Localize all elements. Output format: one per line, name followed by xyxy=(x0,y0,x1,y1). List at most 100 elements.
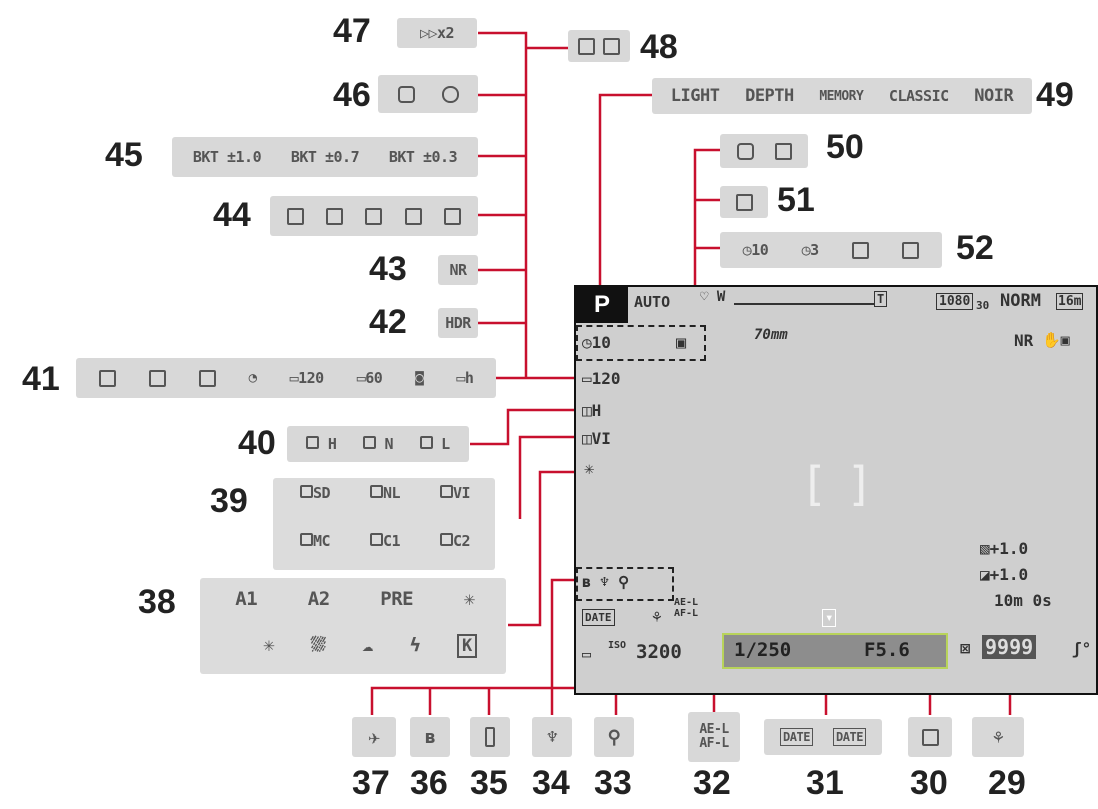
zoom-tele-label: T xyxy=(874,291,888,307)
pc-nl-label: NL xyxy=(382,484,401,502)
pc-c1-label: C1 xyxy=(382,532,401,550)
effect-5-icon xyxy=(443,207,461,225)
screen-wb-icon: ✳ xyxy=(584,459,595,479)
wb-a1: A1 xyxy=(235,588,258,610)
zoom-indicator: ♡ W xyxy=(700,289,726,305)
timer-10-label: 10 xyxy=(751,241,769,259)
callout-50: 50 xyxy=(826,128,864,166)
wb-pre: PRE xyxy=(380,588,414,610)
callout-32: 32 xyxy=(693,764,731,802)
bkt-1-0: BKT ±1.0 xyxy=(192,148,262,166)
callout-31: 31 xyxy=(806,764,844,802)
picture-control-row1: SD NL VI xyxy=(280,484,490,502)
callout-42: 42 xyxy=(369,303,407,341)
camera-icon: ◙ xyxy=(415,370,424,386)
wb-row2: ✳ ⛆ ☁ ϟ K xyxy=(245,634,495,658)
screen-battery: ▭ xyxy=(582,645,592,663)
callout-36: 36 xyxy=(410,764,448,802)
screen-timer-label: 10 xyxy=(591,333,611,352)
callout-37: 37 xyxy=(352,764,390,802)
screen-ae-label: AE-L xyxy=(674,597,699,608)
af-lock-label: AF-L xyxy=(699,736,729,751)
wb-incandescent-icon: ✳ xyxy=(263,634,275,656)
pc-vi-icon xyxy=(439,485,453,498)
flash-comp: ▧+1.0 xyxy=(980,539,1029,558)
callout-29: 29 xyxy=(988,764,1026,802)
airplane-icon: ✈ xyxy=(368,725,380,749)
wb-cloud-icon: ☁ xyxy=(361,634,373,656)
scene-a-icon xyxy=(578,37,595,55)
callout-41: 41 xyxy=(22,360,60,398)
pc-mc: MC xyxy=(299,532,331,550)
flash-comp-label: +1.0 xyxy=(989,539,1029,558)
aperture-value: F5.6 xyxy=(864,639,910,661)
comm-dashed-box xyxy=(576,567,674,601)
camera-icon xyxy=(736,142,754,160)
timer-dashed-box xyxy=(576,325,706,361)
multi-shot-icon-51 xyxy=(720,186,768,218)
bkt-0-3: BKT ±0.3 xyxy=(388,148,458,166)
wireless-icon: ♆ xyxy=(546,726,558,748)
adl-n-label: N xyxy=(384,435,394,453)
callout-44: 44 xyxy=(213,196,251,234)
callout-45: 45 xyxy=(105,136,143,174)
adl-n: N xyxy=(362,435,394,453)
pc-c2: C2 xyxy=(439,532,471,550)
adl-n-icon xyxy=(362,436,376,449)
exp-comp-label: +1.0 xyxy=(989,565,1029,584)
single-icon xyxy=(98,369,116,387)
hdr-label: HDR xyxy=(445,314,471,332)
monitor-screen: P AUTO ♡ W T 70mm 1080 30 NORM 16m NR ✋▣… xyxy=(574,285,1098,695)
ae-af-lock-indicator: AE-L AF-L xyxy=(688,712,740,762)
screen-adl: ◫H xyxy=(582,401,602,420)
shooting-mode-badge: P xyxy=(576,287,628,323)
release-mode-indicators: ◔ ▭120 ▭60 ◙ ▭h xyxy=(76,358,496,398)
cont-120: ▭120 xyxy=(289,369,325,387)
fast-forward-indicator: ▷▷x2 xyxy=(397,18,477,48)
ff-x2-label: ▷▷x2 xyxy=(419,24,455,42)
zoom-bar xyxy=(734,303,874,305)
clock-indicator xyxy=(908,717,952,757)
self-timer-indicators: ◷10 ◷3 xyxy=(720,232,942,268)
screen-vr-icons: ✋▣ xyxy=(1042,331,1070,349)
pc-sd: SD xyxy=(299,484,331,502)
exposure-bar xyxy=(722,633,948,669)
pc-nl-icon xyxy=(369,485,383,498)
screen-multi-icon: ▣ xyxy=(676,333,687,353)
screen-nr: NR xyxy=(1014,331,1034,350)
screen-pc: ◫VI xyxy=(582,429,611,448)
screen-comm-icons: ʙ ♆ ⚲ xyxy=(582,573,630,591)
frame-rate: 30 xyxy=(976,299,990,312)
wb-flash-icon: ϟ xyxy=(409,634,421,656)
picture-control-panel xyxy=(273,478,495,570)
screen-date: DATE xyxy=(582,609,615,626)
pc-mc-icon xyxy=(299,533,313,546)
nr-label: NR xyxy=(449,261,467,279)
continuous-h-icon xyxy=(148,369,166,387)
callout-33: 33 xyxy=(594,764,632,802)
effect-2-icon xyxy=(326,207,344,225)
screen-iso-label: ISO xyxy=(608,640,627,651)
pc-sd-icon xyxy=(299,485,313,498)
bracketing-indicators: BKT ±1.0 BKT ±0.7 BKT ±0.3 xyxy=(172,137,478,177)
ear-icon: ◔ xyxy=(248,370,257,386)
scene-icons-48 xyxy=(568,30,630,62)
date-imprint-indicators: DATE DATE xyxy=(764,719,882,755)
satellite-indicator: ⚲ xyxy=(594,717,634,757)
adl-l-icon xyxy=(419,436,433,449)
cont-60: ▭60 xyxy=(356,369,383,387)
remote-a-icon xyxy=(851,241,869,259)
active-d-lighting-indicators: H N L xyxy=(287,426,469,462)
creative-memory: MEMORY xyxy=(819,88,864,104)
no-card-icon: ⊠ xyxy=(960,639,971,659)
pc-c2-label: C2 xyxy=(452,532,471,550)
pc-c1: C1 xyxy=(369,532,401,550)
screen-frame-icon: ▾ xyxy=(822,609,837,627)
cont-h: ▭h xyxy=(456,369,474,387)
silent-camera-icon xyxy=(774,142,792,160)
callout-46: 46 xyxy=(333,76,371,114)
continuous-l-icon xyxy=(198,369,216,387)
recording-time: 10m 0s xyxy=(994,591,1052,610)
timer-3-label: 3 xyxy=(810,241,819,259)
exp-comp: ◪+1.0 xyxy=(980,565,1029,584)
